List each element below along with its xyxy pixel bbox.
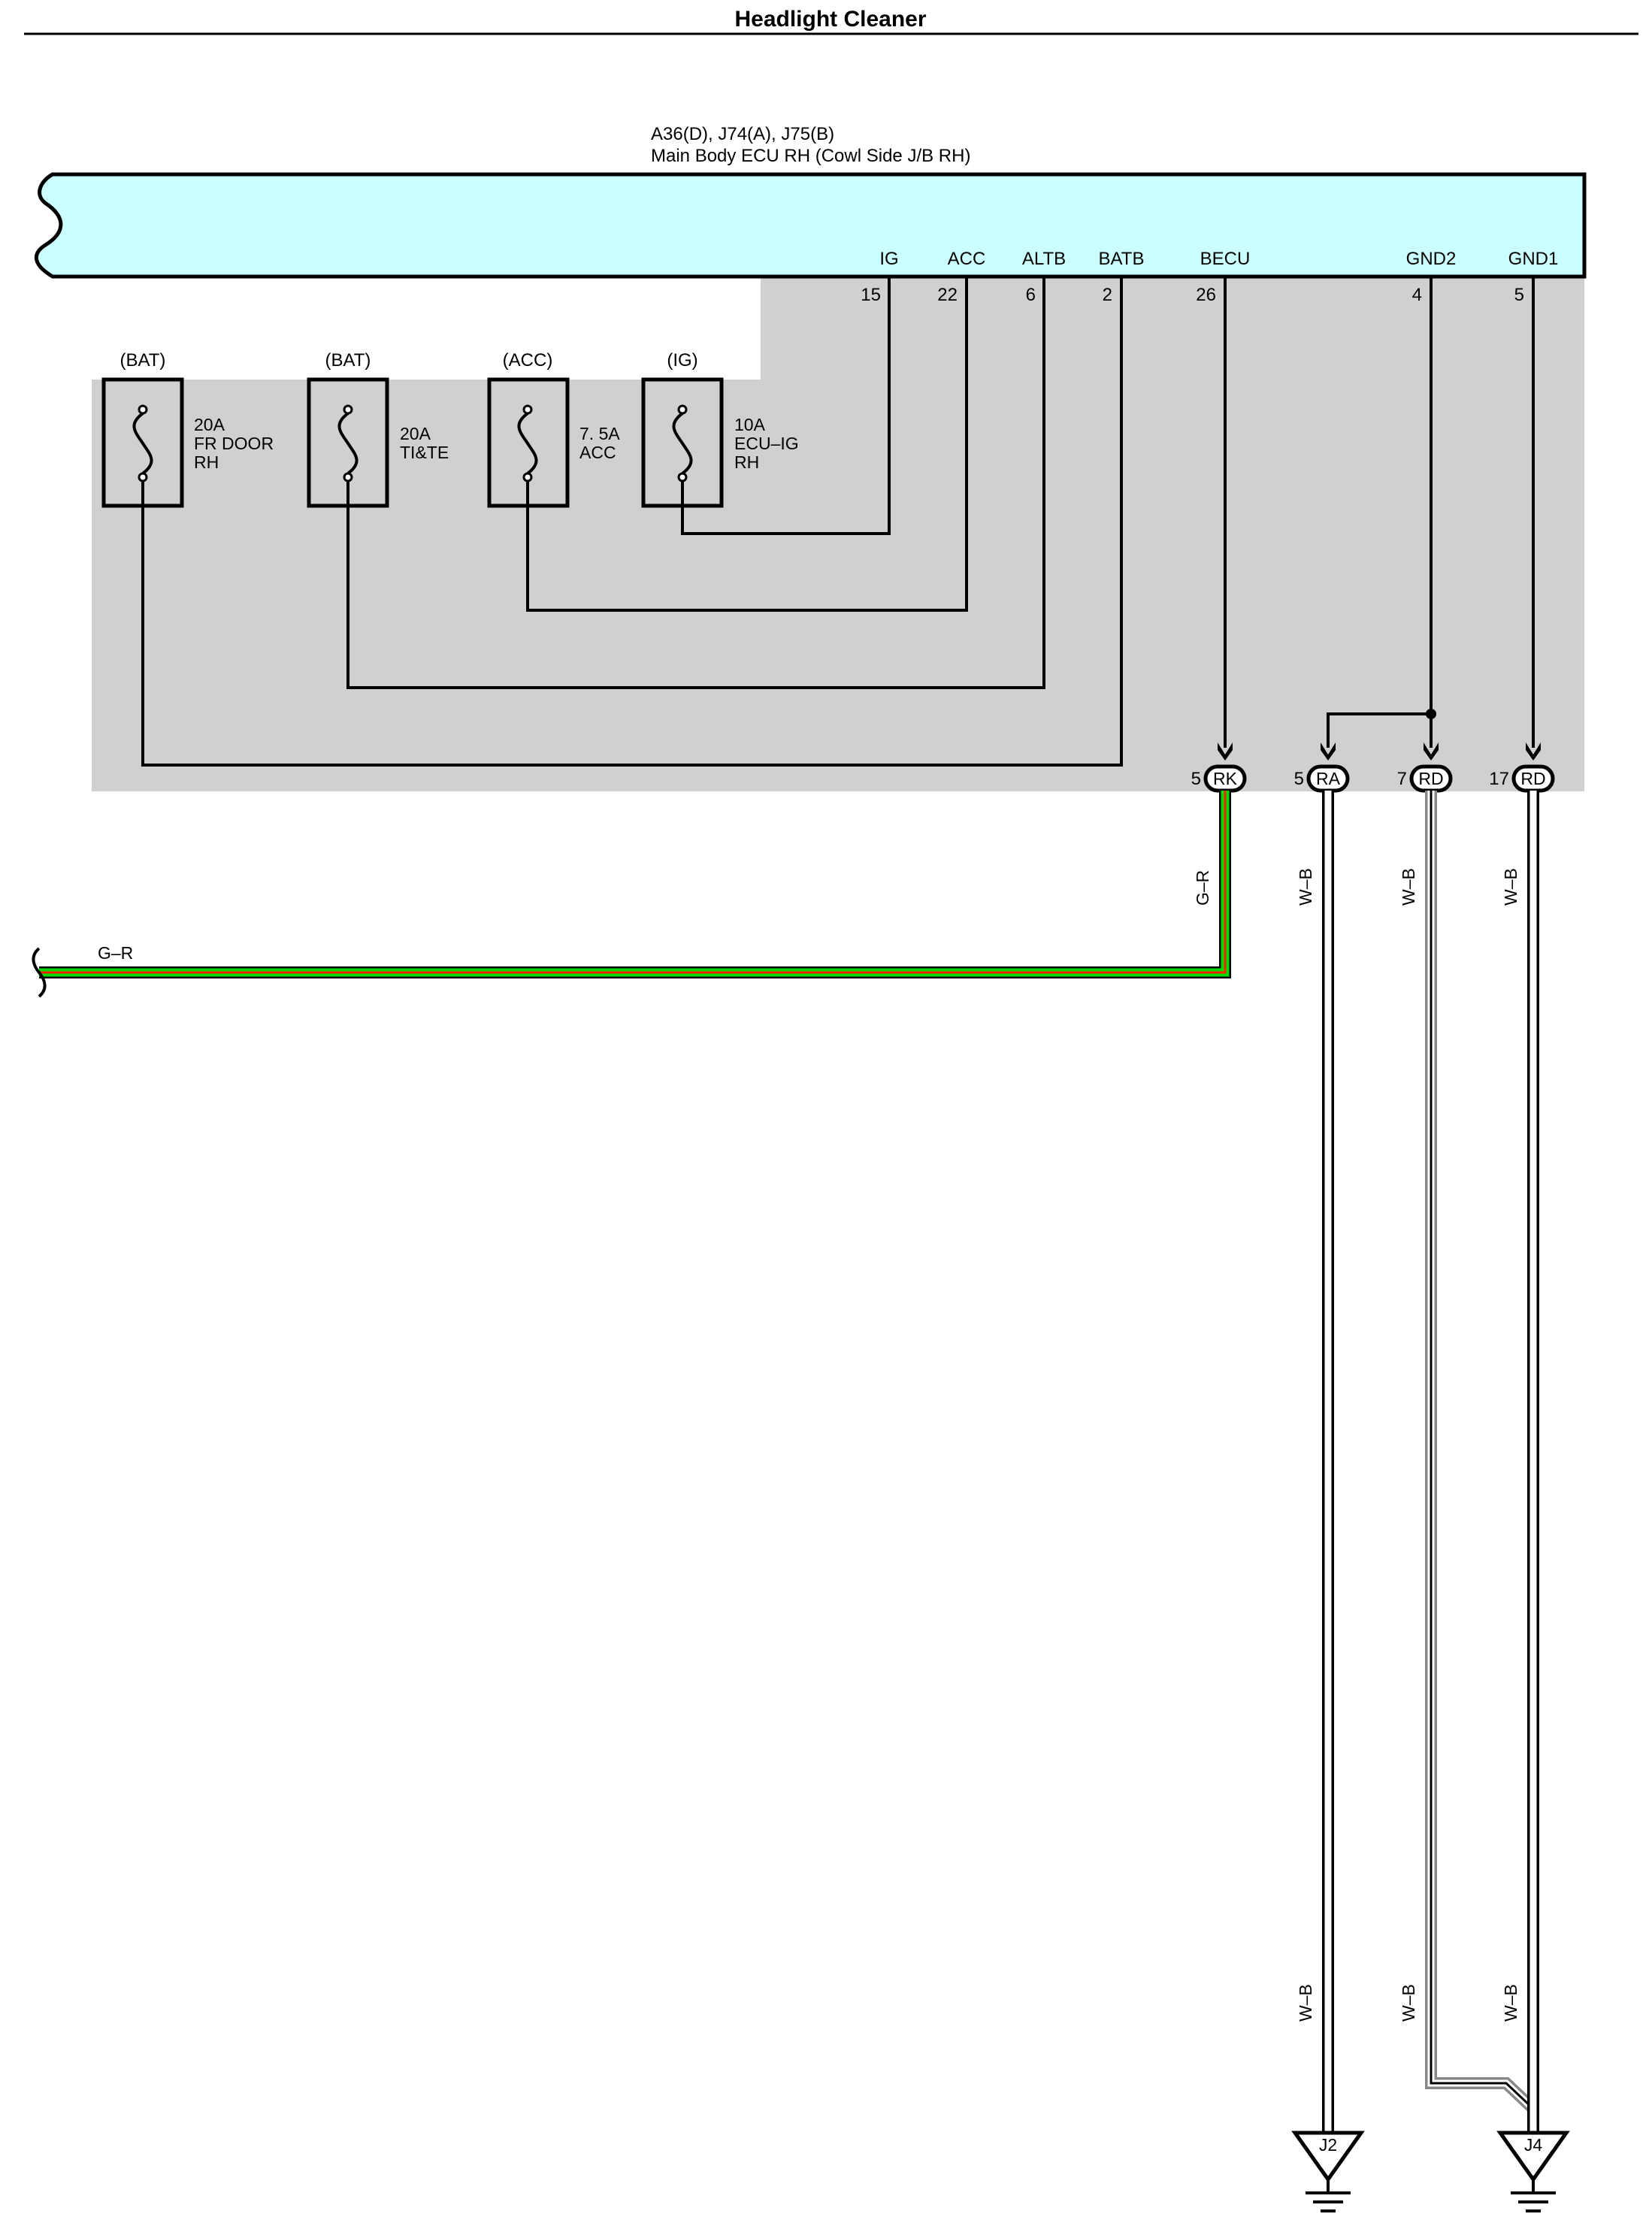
fuse-element-icon: [337, 412, 359, 475]
wire-gnd2-branch: [1327, 712, 1431, 748]
fuse-rating: 7. 5A: [579, 424, 620, 443]
ground-triangle-icon: [1291, 2131, 1365, 2183]
wire-color-label: W–B: [1501, 868, 1520, 906]
wire-w-b-rd-7: W–B W–B: [1399, 791, 1538, 2113]
wire-color-label: W–B: [1399, 1984, 1418, 2022]
wire-altb: [346, 277, 1045, 689]
fuse-name-line-2: TI&TE: [400, 443, 449, 462]
pin-number-6: 6: [1026, 285, 1036, 305]
pin-number-4: 4: [1412, 285, 1422, 305]
arrow-down-icon: [1424, 742, 1439, 761]
fuse-element-icon: [132, 412, 153, 475]
connector-code: RA: [1316, 769, 1341, 788]
fuse-rating: 10A: [734, 415, 766, 434]
pin-name-acc: ACC: [948, 249, 986, 269]
fuse-source-label: (IG): [667, 350, 697, 370]
pin-name-gnd1: GND1: [1508, 249, 1559, 269]
ecu-bar: [34, 172, 1587, 279]
fuse-element-icon: [517, 412, 538, 475]
pin-name-batb: BATB: [1099, 249, 1145, 269]
pin-name-gnd2: GND2: [1406, 249, 1457, 269]
ground-code: J2: [1319, 2135, 1337, 2155]
wire-ig: [681, 277, 891, 535]
arrow-down-icon: [1218, 742, 1233, 761]
internal-wiring: [141, 277, 1535, 767]
fuse-source-label: (ACC): [503, 350, 553, 370]
wire-color-label: W–B: [1296, 1984, 1315, 2022]
wire-color-label: G–R: [98, 943, 133, 963]
fuse-source-label: (BAT): [120, 350, 166, 370]
fuse-name-line-2: ACC: [579, 443, 616, 462]
fuse-acc: (ACC) 7. 5A ACC: [487, 350, 620, 508]
pin-name-ig: IG: [879, 249, 898, 269]
connector-code: RD: [1520, 769, 1545, 788]
fuse-name-line-3: RH: [734, 452, 759, 472]
fuse-name-line-3: RH: [194, 452, 219, 472]
pin-number-5: 5: [1514, 285, 1524, 305]
pin-number-15: 15: [861, 285, 881, 305]
ecu-header: A36(D), J74(A), J75(B) Main Body ECU RH …: [34, 124, 1587, 305]
pin-number-2: 2: [1103, 285, 1112, 305]
wire-w-b-rd-17: W–B W–B: [1501, 791, 1539, 2133]
ground-j2: J2: [1291, 2131, 1365, 2212]
fuse-name-line-2: FR DOOR: [194, 434, 274, 453]
junction-block-housing: [92, 277, 1584, 791]
connector-rd-17: 17 RD: [1489, 742, 1555, 793]
wire-g-r: G–R G–R: [32, 791, 1231, 998]
connector-ra: 5 RA: [1294, 742, 1350, 793]
ecu-connector-codes: A36(D), J74(A), J75(B): [651, 124, 834, 144]
connector-pin: 5: [1294, 769, 1304, 789]
pin-number-26: 26: [1196, 285, 1216, 305]
wire-batb: [141, 277, 1123, 767]
connector-code: RD: [1418, 769, 1443, 788]
fuse-ti-te: (BAT) 20A TI&TE: [307, 350, 449, 508]
arrow-down-icon: [1526, 742, 1541, 761]
wire-color-label: W–B: [1501, 1984, 1520, 2022]
wire-break-icon: [32, 947, 47, 998]
pin-name-altb: ALTB: [1022, 249, 1066, 269]
ground-triangle-icon: [1496, 2131, 1570, 2183]
wire-color-label: W–B: [1399, 868, 1418, 906]
fuse-element-icon: [672, 412, 693, 475]
connector-pin: 17: [1489, 769, 1509, 789]
fuse-rating: 20A: [400, 424, 431, 443]
wire-w-b-ra: W–B W–B: [1296, 791, 1334, 2133]
pin-number-22: 22: [937, 285, 958, 305]
housing-lower: [92, 380, 1584, 791]
ground-j4: J4: [1496, 2131, 1570, 2212]
connector-pin: 5: [1191, 769, 1201, 789]
connector-pin: 7: [1397, 769, 1407, 789]
diagram-title: Headlight Cleaner: [734, 7, 926, 32]
wire-color-label: G–R: [1193, 870, 1212, 906]
connector-rk: 5 RK: [1191, 742, 1247, 793]
connector-rd-7: 7 RD: [1397, 742, 1453, 793]
fuse-source-label: (BAT): [325, 350, 371, 370]
ground-code: J4: [1524, 2135, 1543, 2155]
pin-name-becu: BECU: [1200, 249, 1251, 269]
splice-point: [1426, 709, 1436, 719]
wire-acc: [526, 277, 968, 612]
ecu-name: Main Body ECU RH (Cowl Side J/B RH): [651, 146, 970, 166]
arrow-down-icon: [1321, 742, 1336, 761]
fuse-rating: 20A: [194, 415, 225, 434]
connector-code: RK: [1213, 769, 1238, 788]
wire-color-label: W–B: [1296, 868, 1315, 906]
fuse-name-line-2: ECU–IG: [734, 434, 799, 453]
